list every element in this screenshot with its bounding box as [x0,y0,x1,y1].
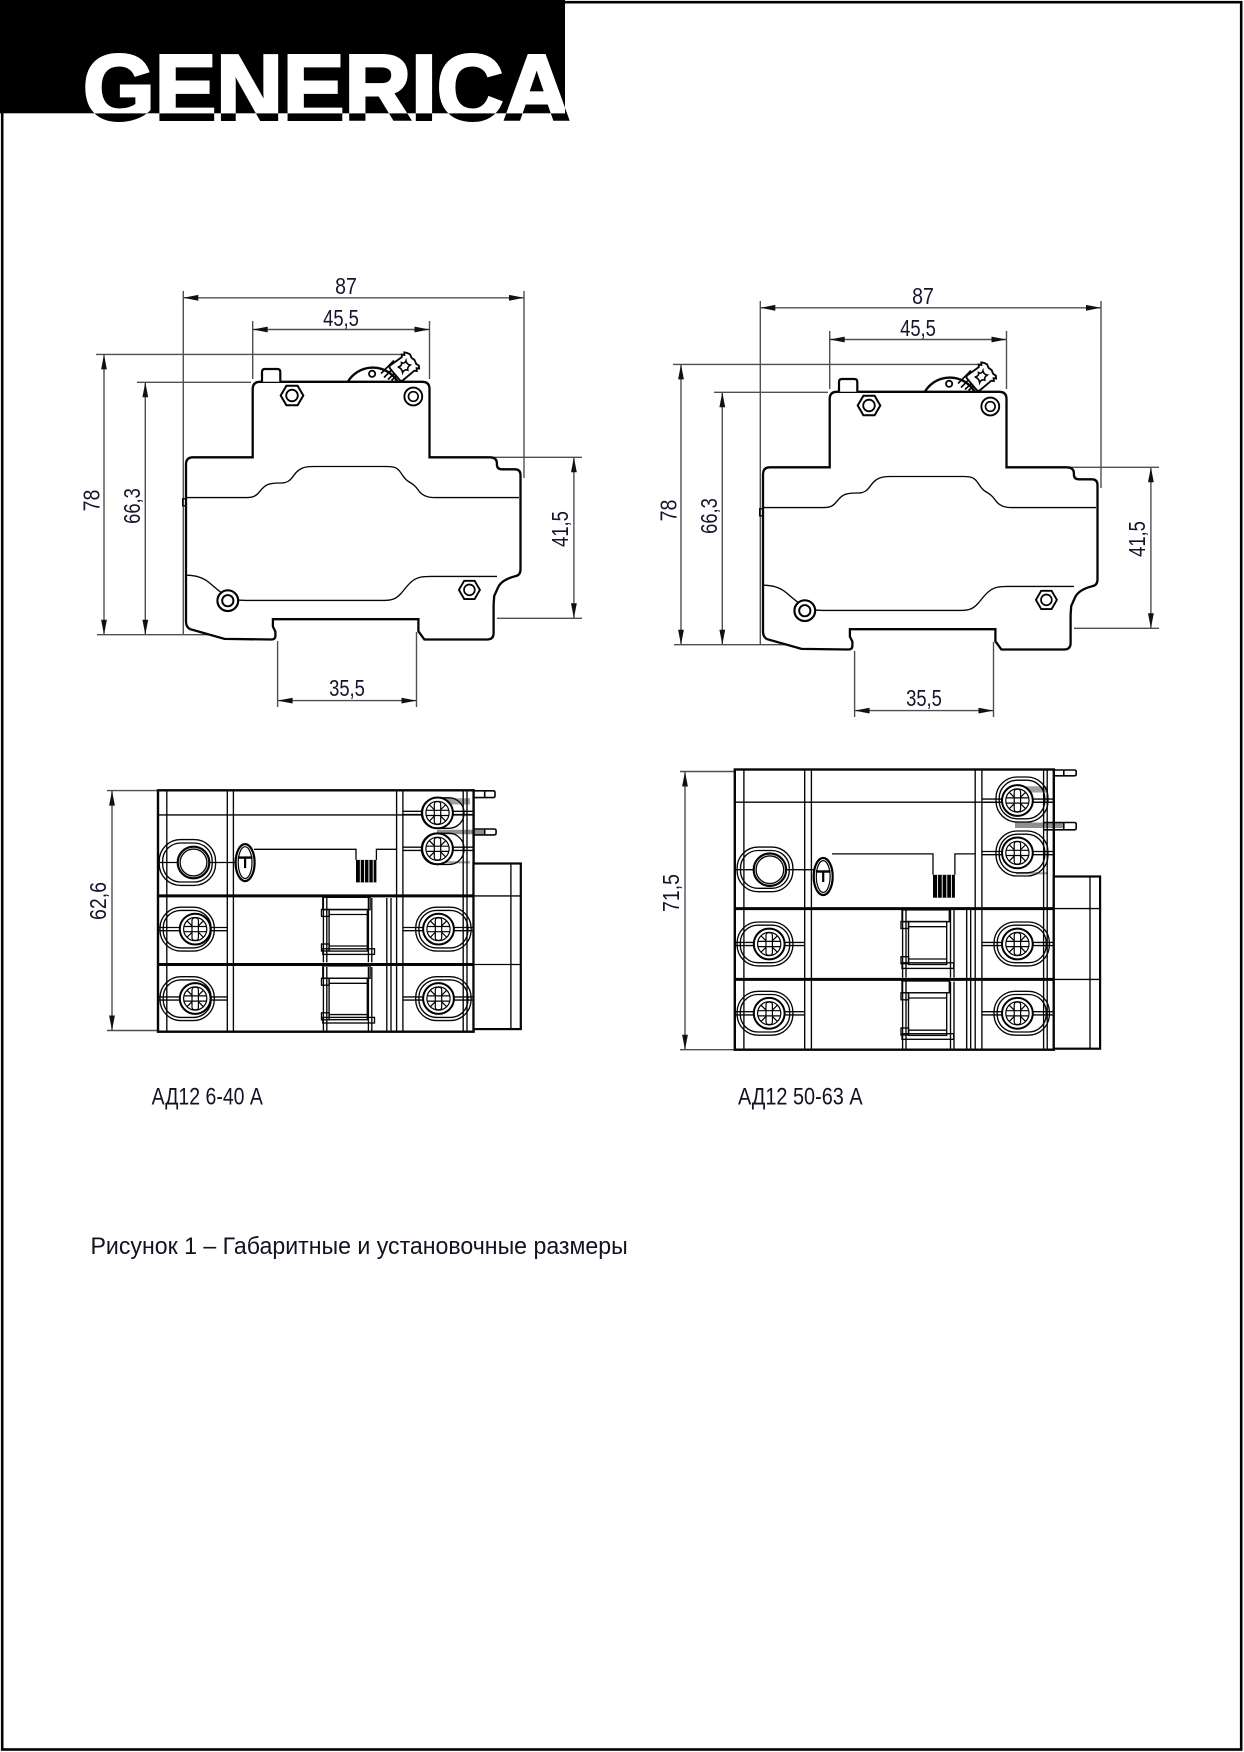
svg-text:78: 78 [79,490,105,512]
svg-text:45,5: 45,5 [323,306,359,331]
svg-text:87: 87 [335,274,357,300]
svg-text:Рисунок 1 – Габаритные и устан: Рисунок 1 – Габаритные и установочные ра… [91,1233,628,1259]
svg-text:35,5: 35,5 [329,676,365,701]
svg-text:71,5: 71,5 [659,874,685,912]
svg-text:АД12 6-40 А: АД12 6-40 А [152,1082,264,1109]
svg-text:66,3: 66,3 [120,488,145,524]
svg-text:41,5: 41,5 [548,511,573,547]
svg-text:АД12 50-63 А: АД12 50-63 А [738,1083,863,1110]
svg-text:GENERICA: GENERICA [83,36,570,140]
svg-text:62,6: 62,6 [86,882,112,920]
